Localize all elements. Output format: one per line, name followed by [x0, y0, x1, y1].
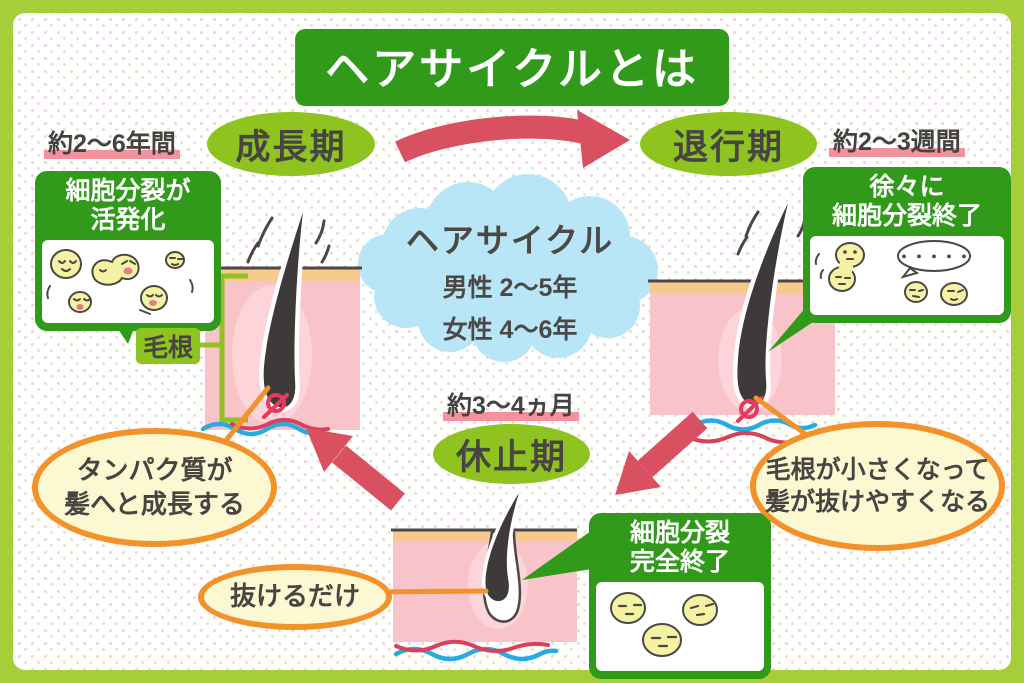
note-resting-text: 抜けるだけ: [229, 581, 360, 612]
duration-growth: 約2〜6年間: [44, 124, 180, 160]
cloud-shape: [358, 174, 658, 362]
callout-growth-header: 細胞分裂が 活発化: [42, 177, 214, 235]
callout-regression-line2: 細胞分裂終了: [831, 202, 982, 230]
note-resting: 抜けるだけ: [198, 564, 392, 630]
phase-growth: 成長期: [207, 112, 375, 176]
page-title: ヘアサイクルとは: [295, 29, 729, 106]
callout-resting-line2: 完全終了: [629, 548, 730, 576]
cycle-arrows: [306, 110, 708, 511]
active-cells-illustration: [46, 249, 194, 315]
speech-dots: ・・・・・: [896, 249, 971, 266]
cycle-length-cloud: ヘアサイクル 男性 2〜5年 女性 4〜6年: [385, 214, 635, 346]
stopped-cells-illustration: [610, 592, 718, 657]
duration-resting-text: 約3〜4ヵ月: [447, 392, 575, 420]
phase-resting: 休止期: [433, 424, 590, 484]
note-regression: 毛根が小さくなって 髪が抜けやすくなる: [750, 421, 1005, 551]
arrow-regression-to-resting: [615, 451, 661, 495]
duration-regression: 約2〜3週間: [829, 122, 965, 158]
phase-regression: 退行期: [640, 112, 817, 176]
arrow-resting-to-growth: [306, 428, 353, 472]
duration-regression-text: 約2〜3週間: [833, 128, 961, 156]
note-growth: タンパク質が 髪へと成長する: [32, 428, 277, 547]
hair-root-label: 毛根: [136, 328, 200, 364]
callout-growth-line2: 活発化: [90, 206, 166, 234]
note-growth-line2: 髪へと成長する: [64, 488, 245, 519]
callout-regression: 徐々に 細胞分裂終了 ・・・・・: [803, 167, 1011, 323]
duration-resting: 約3〜4ヵ月: [443, 386, 579, 422]
callout-regression-header: 徐々に 細胞分裂終了: [810, 173, 1004, 231]
callout-resting: 細胞分裂 完全終了: [589, 513, 771, 679]
pink-underline: [44, 150, 180, 159]
hair-root-bracket: [219, 273, 248, 423]
pink-underline: [829, 148, 965, 157]
cloud-female-range: 女性 4〜6年: [442, 316, 578, 344]
callout-growth: 細胞分裂が 活発化: [35, 171, 221, 331]
growth-follicle-illustration: [199, 210, 362, 437]
callout-growth-line1: 細胞分裂が: [65, 177, 191, 205]
cloud-male-range: 男性 2〜5年: [442, 274, 578, 302]
cloud-title: ヘアサイクル: [405, 222, 615, 259]
duration-growth-text: 約2〜6年間: [48, 130, 176, 158]
callout-resting-line1: 細胞分裂: [629, 519, 730, 547]
callout-growth-panel: [42, 240, 214, 323]
callout-regression-panel: ・・・・・: [810, 236, 1004, 315]
hair-shaft: [732, 201, 793, 410]
dermal-papilla: [262, 393, 289, 419]
note-regression-line1: 毛根が小さくなって: [765, 455, 990, 484]
slowing-cells-illustration: ・・・・・: [814, 240, 972, 306]
note-regression-line2: 髪が抜けやすくなる: [764, 488, 990, 516]
speech-bubble: [897, 240, 971, 279]
callout-resting-header: 細胞分裂 完全終了: [596, 519, 764, 577]
resting-follicle-illustration: [391, 491, 577, 662]
arrow-growth-to-regression: [577, 110, 630, 168]
pink-underline: [443, 412, 579, 421]
callout-regression-line1: 徐々に: [869, 173, 945, 201]
motion-marks: [246, 216, 331, 264]
callout-resting-panel: [596, 582, 764, 671]
club-hair-shaft: [481, 491, 523, 605]
note-growth-line1: タンパク質が: [76, 454, 233, 485]
